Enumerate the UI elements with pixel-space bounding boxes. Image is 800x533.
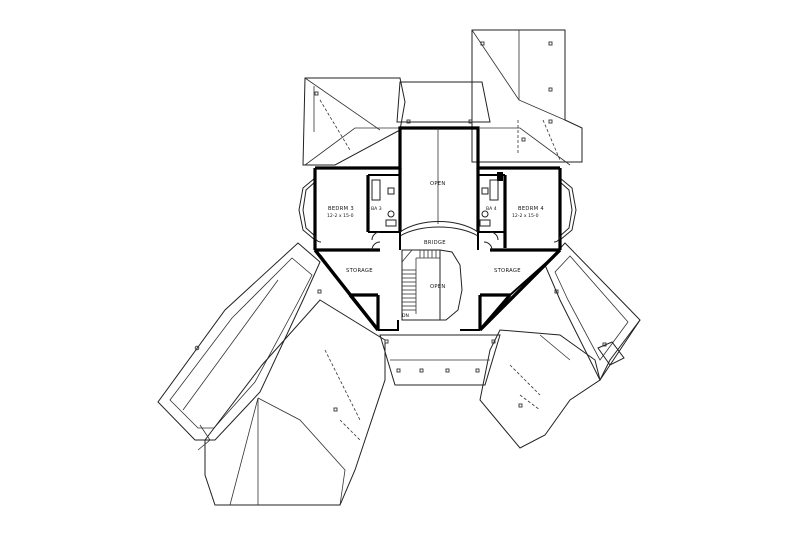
storage-dividers xyxy=(313,248,562,332)
roof-center-lower xyxy=(379,334,501,386)
stair-down-label: DN xyxy=(402,313,409,319)
roof-right-lower xyxy=(479,329,601,449)
open-stair-label: OPEN xyxy=(430,284,446,290)
bridge-label: BRIDGE xyxy=(424,240,446,246)
roof-left-wing xyxy=(157,242,321,441)
bath-4-label: BA 4 xyxy=(486,206,497,212)
roof-top-right-gable xyxy=(471,29,583,163)
bridge-rail-top xyxy=(399,221,479,233)
staircase[interactable] xyxy=(401,249,463,321)
roof-outlines xyxy=(157,29,641,506)
room-labels: BEDRM 3 12-2 x 15-0 BA 3 BEDRM 4 12-2 x … xyxy=(327,181,544,319)
storage-right-label: STORAGE xyxy=(494,268,521,274)
bath-3-fixtures xyxy=(371,179,397,241)
roof-top-left-wing xyxy=(302,77,406,166)
bay-window-left xyxy=(298,177,316,241)
bedroom-4-label: BEDRM 4 xyxy=(518,206,544,212)
bath-3-label: BA 3 xyxy=(371,206,382,212)
bedroom-3-label: BEDRM 3 xyxy=(328,206,354,212)
post-markers xyxy=(194,41,607,412)
chimney-block xyxy=(497,172,503,181)
door-swings xyxy=(314,235,561,251)
stair-treads xyxy=(401,249,440,314)
roof-top-center xyxy=(396,81,491,123)
walls xyxy=(298,126,577,332)
bedroom-4-size: 12-2 x 15-0 xyxy=(512,213,539,219)
bedroom-3-size: 12-2 x 15-0 xyxy=(327,213,354,219)
roof-right-wing xyxy=(544,242,641,381)
roof-left-lower xyxy=(204,299,386,506)
bay-window-right xyxy=(559,177,577,241)
bath-4-fixtures xyxy=(479,179,499,241)
open-top-label: OPEN xyxy=(430,181,446,187)
storage-left-label: STORAGE xyxy=(346,268,373,274)
